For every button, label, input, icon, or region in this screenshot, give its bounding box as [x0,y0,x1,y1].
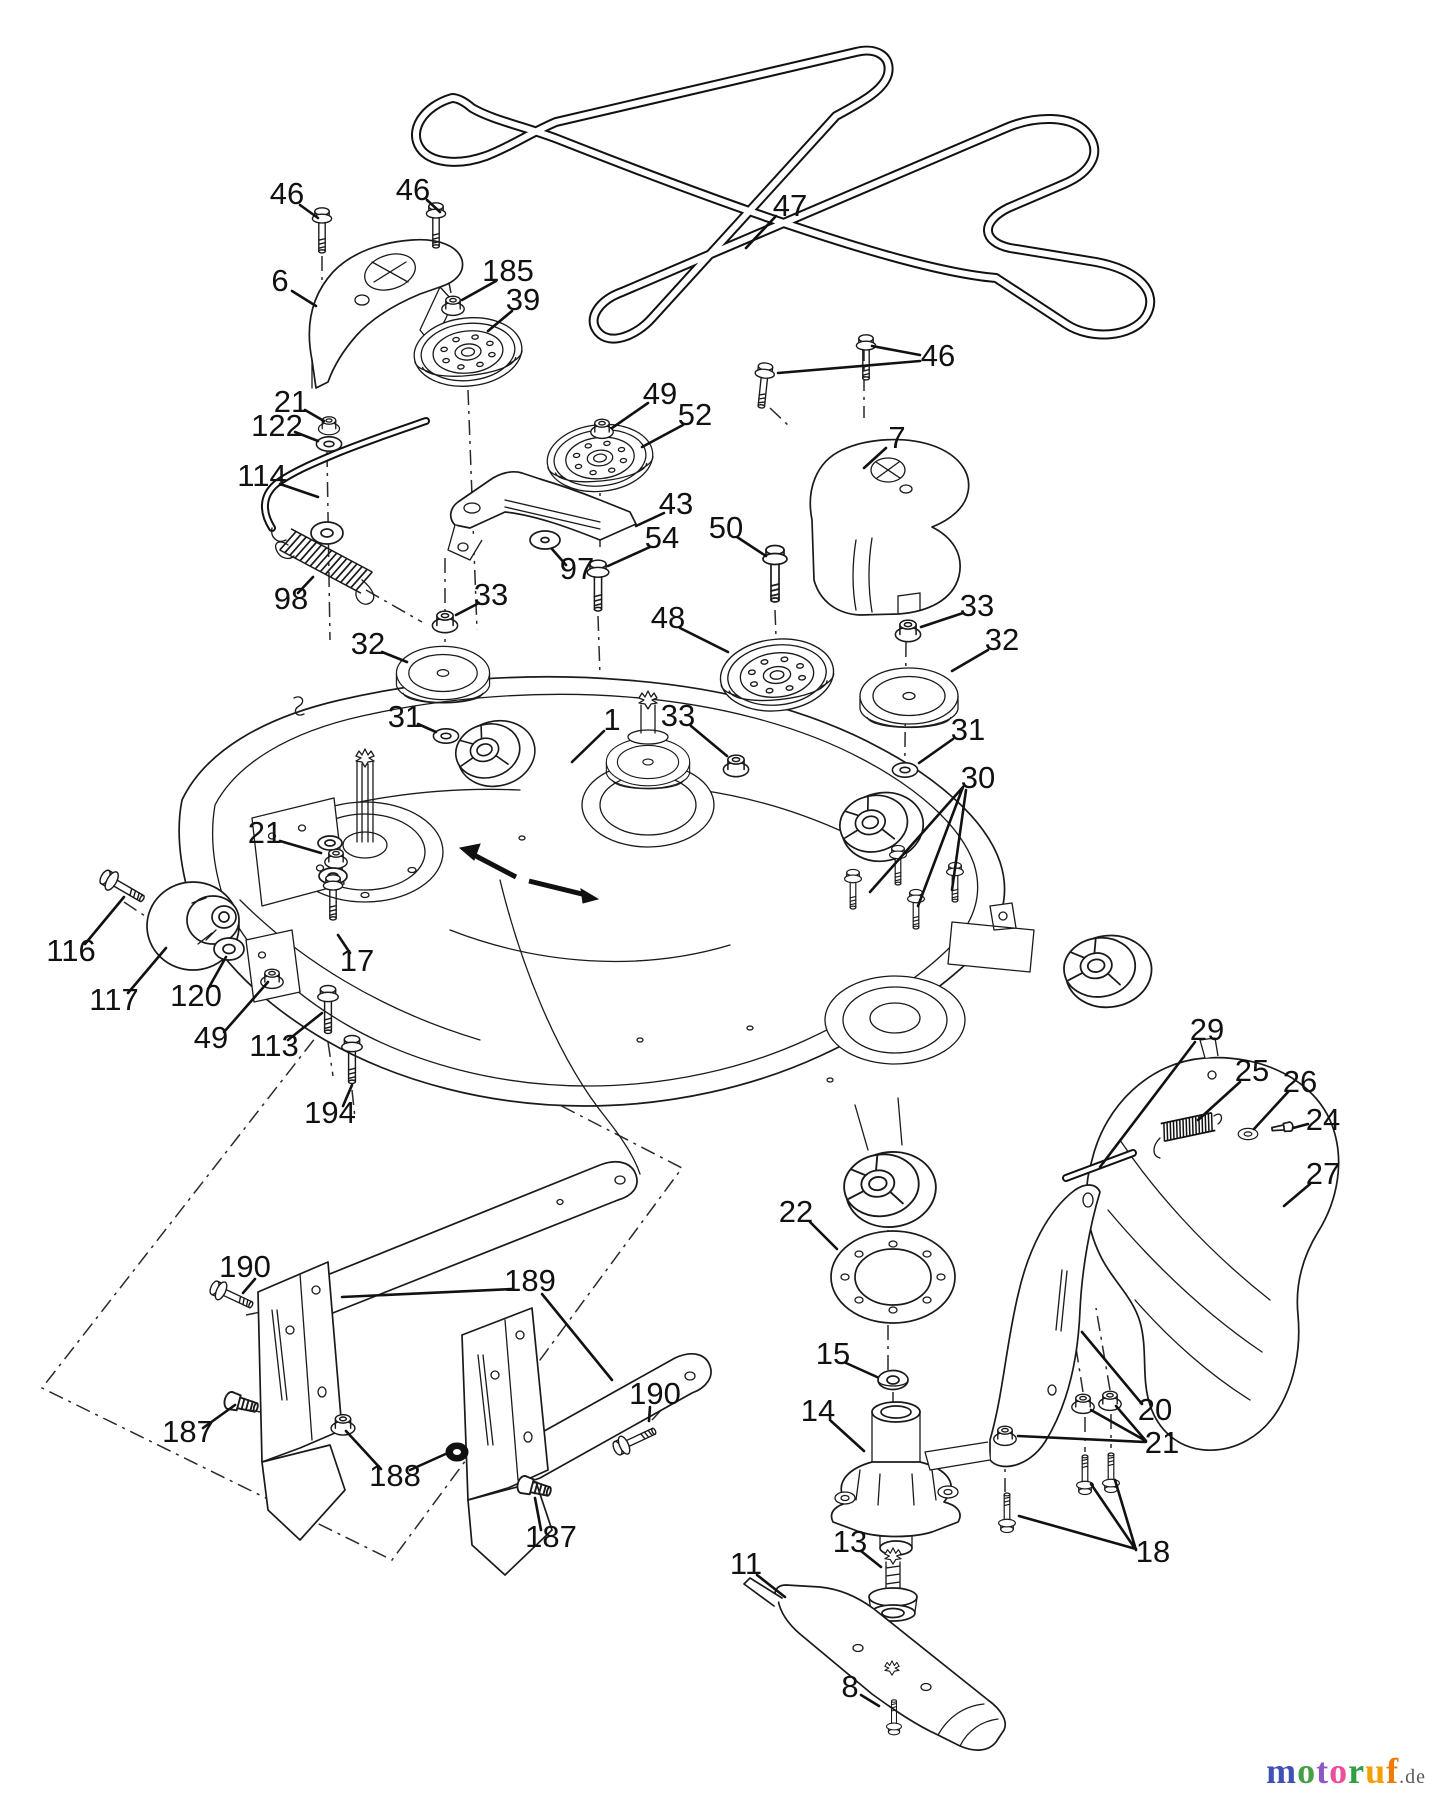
blade-assembly [743,1577,1007,1751]
callout-187-2: 187 [525,1519,577,1554]
drive-belt [411,45,1156,344]
callout-29: 29 [1190,1012,1224,1047]
discharge-chute-assembly [924,1037,1340,1534]
callout-32-1: 32 [351,626,385,661]
callout-117: 117 [89,982,138,1017]
callout-31-2: 31 [951,712,985,747]
callout-14: 14 [801,1393,835,1428]
callout-13: 13 [833,1524,867,1559]
callout-50: 50 [709,510,743,545]
logo-letter: o [1329,1751,1349,1791]
logo-tld: .de [1399,1766,1426,1788]
callout-33-3: 33 [661,698,695,733]
callout-49-1: 49 [643,376,677,411]
callout-47: 47 [773,188,807,223]
callout-189: 189 [504,1263,556,1298]
mandrel-cover-left [308,238,464,389]
idler-arm-and-spring [261,417,430,605]
pulleys-and-fasteners [260,295,964,1085]
callout-22: 22 [779,1194,813,1229]
callout-1: 1 [603,702,620,737]
suspension-arms [206,1161,712,1576]
callout-21-2: 21 [248,815,282,850]
callout-24: 24 [1306,1102,1340,1137]
callout-labels: 46 46 47 6 185 39 21 122 114 49 52 46 43… [46,172,1340,1704]
callout-194: 194 [304,1095,356,1130]
leader-lines [83,198,1312,1708]
callout-120: 120 [170,978,222,1013]
callout-122: 122 [251,408,303,443]
callout-190-1: 190 [219,1249,271,1284]
callout-32-2: 32 [985,622,1019,657]
blade-spindle-stack [830,1230,961,1622]
logo-letter: r [1348,1751,1366,1791]
callout-7: 7 [888,420,905,455]
callout-39: 39 [506,282,540,317]
callout-31-1: 31 [388,699,422,734]
callout-6: 6 [271,263,288,298]
callout-46-1: 46 [270,176,304,211]
callout-27: 27 [1306,1156,1340,1191]
callout-116: 116 [46,933,95,968]
callout-15: 15 [816,1336,850,1371]
callout-54: 54 [645,520,679,555]
callout-114: 114 [237,458,286,493]
callout-33-1: 33 [474,577,508,612]
belt-routing-arrows [458,843,641,1175]
callout-18: 18 [1136,1534,1170,1569]
callout-113: 113 [249,1028,298,1063]
logo-letter: u [1365,1751,1387,1791]
callout-185: 185 [482,253,534,288]
callout-26: 26 [1283,1064,1317,1099]
logo-letter: f [1386,1751,1400,1791]
callout-30: 30 [961,760,995,795]
callout-46-2: 46 [396,172,430,207]
callout-52: 52 [678,397,712,432]
callout-43: 43 [659,486,693,521]
motoruf-logo[interactable]: motoruf.de [1266,1750,1426,1792]
callout-11: 11 [730,1546,762,1581]
callout-25: 25 [1235,1053,1269,1088]
mandrel-cover-right [809,438,970,616]
logo-letter: m [1266,1751,1298,1791]
subassembly-box [40,995,684,1561]
callout-98: 98 [274,581,308,616]
callout-20: 20 [1138,1392,1172,1427]
callout-21-3: 21 [1145,1425,1179,1460]
callout-21-1: 21 [274,384,308,419]
idler-bracket [447,470,637,561]
gauge-wheel-assembly [95,865,245,971]
callout-190-2: 190 [629,1376,681,1411]
mower-deck [178,675,1035,1151]
callout-8: 8 [841,1669,858,1704]
callout-97: 97 [560,551,594,586]
logo-letter: o [1297,1751,1317,1791]
callout-188: 188 [369,1458,421,1493]
callout-17: 17 [340,943,374,978]
callout-49-2: 49 [194,1020,228,1055]
callout-33-2: 33 [960,588,994,623]
logo-letter: t [1316,1751,1330,1791]
callout-48: 48 [651,600,685,635]
callout-187-1: 187 [162,1414,214,1449]
callout-46-3: 46 [921,338,955,373]
